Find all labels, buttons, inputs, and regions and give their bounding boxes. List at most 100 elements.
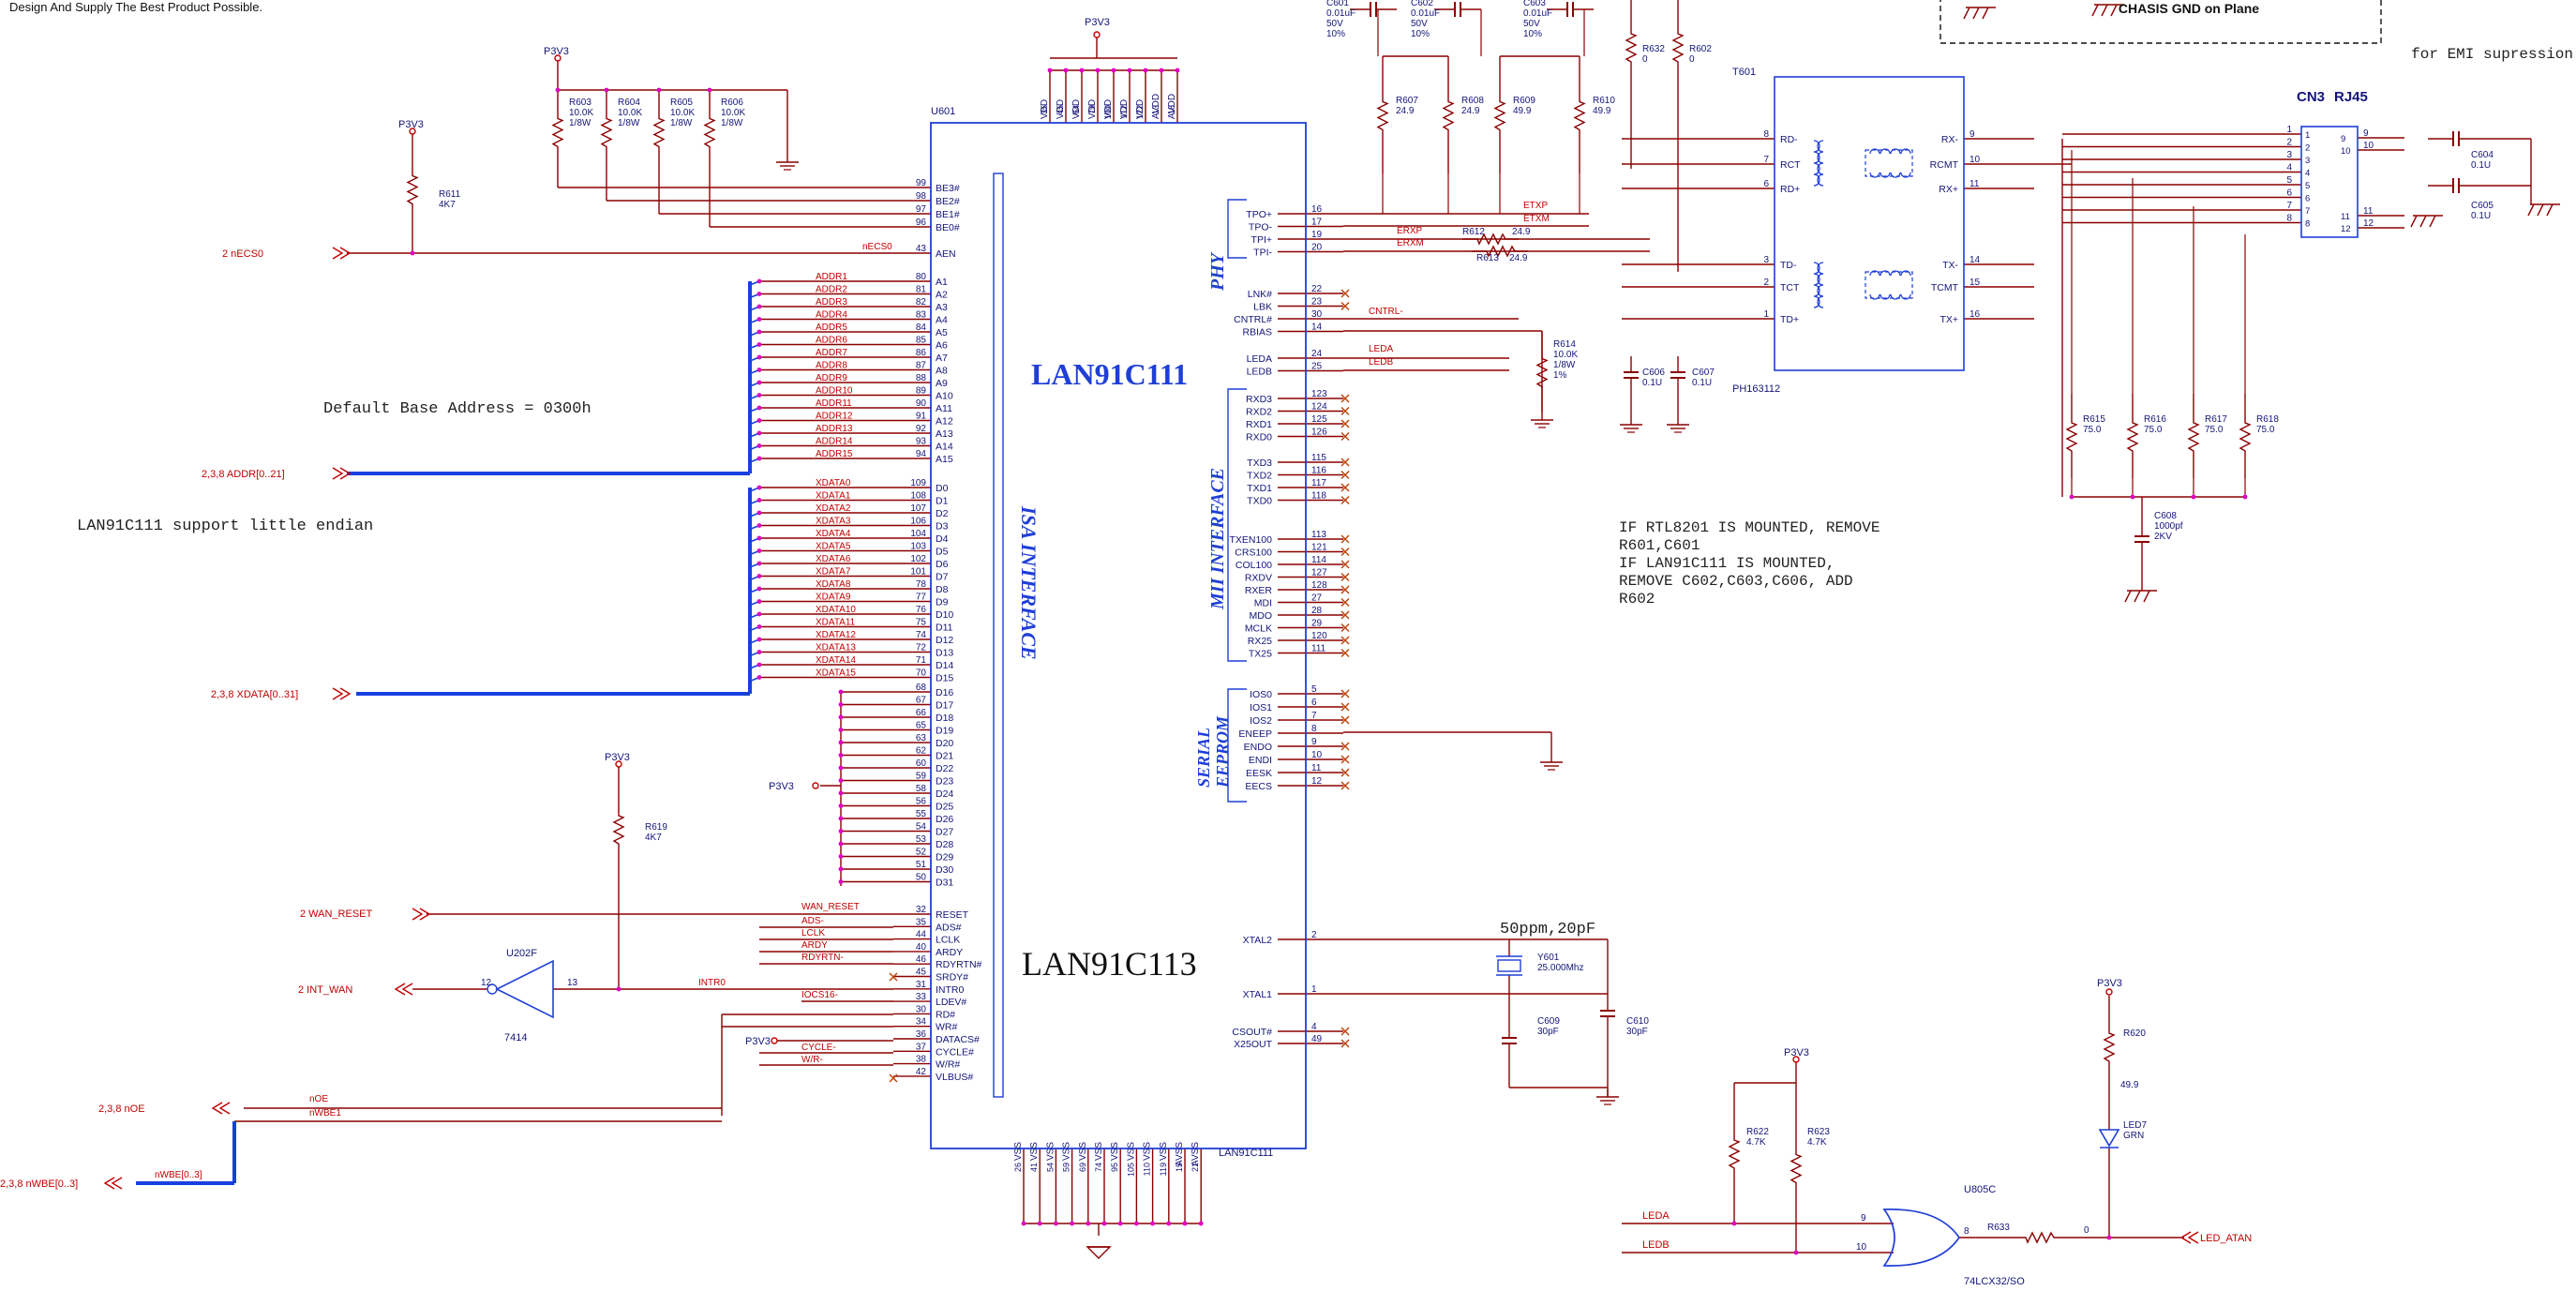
pin-name: RESET [936, 909, 969, 921]
necs0-port: 2 nECS0 [222, 248, 263, 260]
no-connect-mark [1340, 458, 1350, 467]
pin-name: RD+ [1780, 184, 1800, 195]
pin-number: 98 [916, 191, 927, 202]
junction-dot [1127, 68, 1132, 73]
bottom-pin-number: 26 [1013, 1163, 1023, 1172]
pin-name: 11 [2341, 212, 2350, 222]
junction-dot [1111, 68, 1116, 73]
pin-number: 121 [1311, 543, 1327, 553]
inverter-ref: U202F [506, 948, 537, 959]
isa-group-label: ISA INTERFACE [1017, 505, 1041, 660]
r612-ref: R612 [1462, 227, 1485, 237]
termination-value: 75.0 [2256, 425, 2275, 435]
pin-name: 7 [2305, 206, 2310, 217]
transformer-coil [1817, 273, 1824, 286]
rj45-ref: CN3 [2297, 89, 2325, 105]
pin-number: 1 [2286, 125, 2292, 135]
junction-dot [756, 368, 762, 372]
no-connect-mark [1340, 407, 1350, 415]
pin-number: 16 [1969, 309, 1981, 320]
no-connect-mark [1340, 483, 1350, 492]
or-gate-pin: 10 [1856, 1242, 1867, 1253]
termination-resistor [2187, 394, 2200, 478]
pin-number: 88 [916, 373, 927, 383]
pin-name: D19 [936, 726, 953, 737]
junction-dot [1175, 68, 1180, 73]
pin-number: 102 [910, 554, 926, 564]
top-pin-name: VDD [1071, 99, 1082, 119]
pin-number: 9 [2363, 128, 2369, 139]
port-arrow [218, 1102, 231, 1115]
pin-name: RXDV [1245, 573, 1272, 584]
pin-number: 4 [2286, 163, 2292, 173]
pin-name: ADS# [936, 922, 962, 933]
pin-number: 15 [1969, 278, 1981, 288]
pin-name: A10 [936, 391, 953, 402]
c601-value: 50V [1326, 19, 1343, 29]
pin-name: D16 [936, 687, 953, 698]
rtl-note-line: IF RTL8201 IS MOUNTED, REMOVE [1619, 519, 1880, 536]
be-pullup-resistor [652, 90, 666, 173]
pin-name: DATACS# [936, 1034, 980, 1045]
pin-name: TPO+ [1246, 209, 1272, 220]
junction-dot [1198, 1221, 1204, 1226]
be-pullup-value: R606 [721, 98, 743, 108]
c601-value: C601 [1326, 0, 1349, 8]
pin-number: 11 [1311, 763, 1322, 773]
pin-name: A6 [936, 340, 948, 352]
c603-value: 0.01uF [1523, 8, 1552, 19]
pin-number: 118 [1311, 491, 1326, 502]
crystal-value: Y601 [1537, 953, 1560, 963]
pin-name: COL100 [1236, 560, 1272, 571]
pin-number: 16 [1311, 204, 1323, 215]
header-note: Design And Supply The Best Product Possi… [9, 0, 262, 14]
r622-resistor [1728, 1083, 1741, 1223]
pin-name: ARDY [936, 947, 963, 958]
addr-net-label: ADDR8 [816, 361, 847, 371]
pin-name: TCMT [1931, 282, 1959, 293]
chip-ref: U601 [931, 106, 955, 117]
be-pullup-resistor [703, 90, 716, 173]
data-net-label: XDATA9 [816, 593, 851, 603]
c605-value: C605 [2471, 201, 2494, 211]
chasis-note-title: CHASIS GND on Plane [2119, 1, 2259, 16]
port-arrow [332, 467, 344, 480]
cycle-net: CYCLE- [801, 1043, 836, 1053]
rj45-type: RJ45 [2334, 89, 2368, 105]
leda-gate-net: LEDA [1642, 1210, 1670, 1222]
r609-resistor [1493, 56, 1506, 173]
bottom-pin-number: 21 [1191, 1163, 1200, 1172]
int-wan-port: 2 INT_WAN [298, 984, 352, 996]
junction-dot [756, 637, 762, 642]
c607-value: C607 [1692, 368, 1715, 378]
r632-value: R632 [1642, 44, 1665, 54]
no-connect-mark [1340, 610, 1350, 620]
junction-dot [838, 740, 844, 745]
no-connect-mark [1340, 534, 1350, 544]
transformer-body [1774, 76, 1965, 371]
c606-value: 0.1U [1642, 378, 1662, 388]
port-arrow [339, 687, 352, 700]
r607-resistor [1376, 56, 1389, 173]
port-arrow [103, 1177, 115, 1190]
pin-name: A14 [936, 442, 953, 453]
pin-name: D0 [936, 483, 949, 494]
pin-number: 1 [1763, 309, 1769, 320]
junction-dot [756, 418, 762, 423]
pin-name: A3 [936, 302, 948, 313]
pin-number: 111 [1311, 644, 1326, 654]
ctrl-net-label: ADS- [801, 916, 824, 926]
pin-group-bracket [1227, 199, 1247, 259]
pin-name: RXD0 [1246, 432, 1272, 443]
leda-net: LEDA [1369, 344, 1393, 354]
junction-dot [756, 523, 762, 528]
transformer-ref: T601 [1732, 67, 1756, 78]
r614-value: 1% [1553, 370, 1567, 381]
wan-reset-net: WAN_RESET [801, 902, 860, 912]
top-pin-number: 35 [1040, 105, 1049, 114]
top-pin-number: 64 [1071, 105, 1081, 114]
pin-name: TPI- [1253, 248, 1272, 259]
r619-resistor [612, 767, 625, 891]
junction-dot [756, 662, 762, 668]
pin-name: SRDY# [936, 972, 968, 983]
